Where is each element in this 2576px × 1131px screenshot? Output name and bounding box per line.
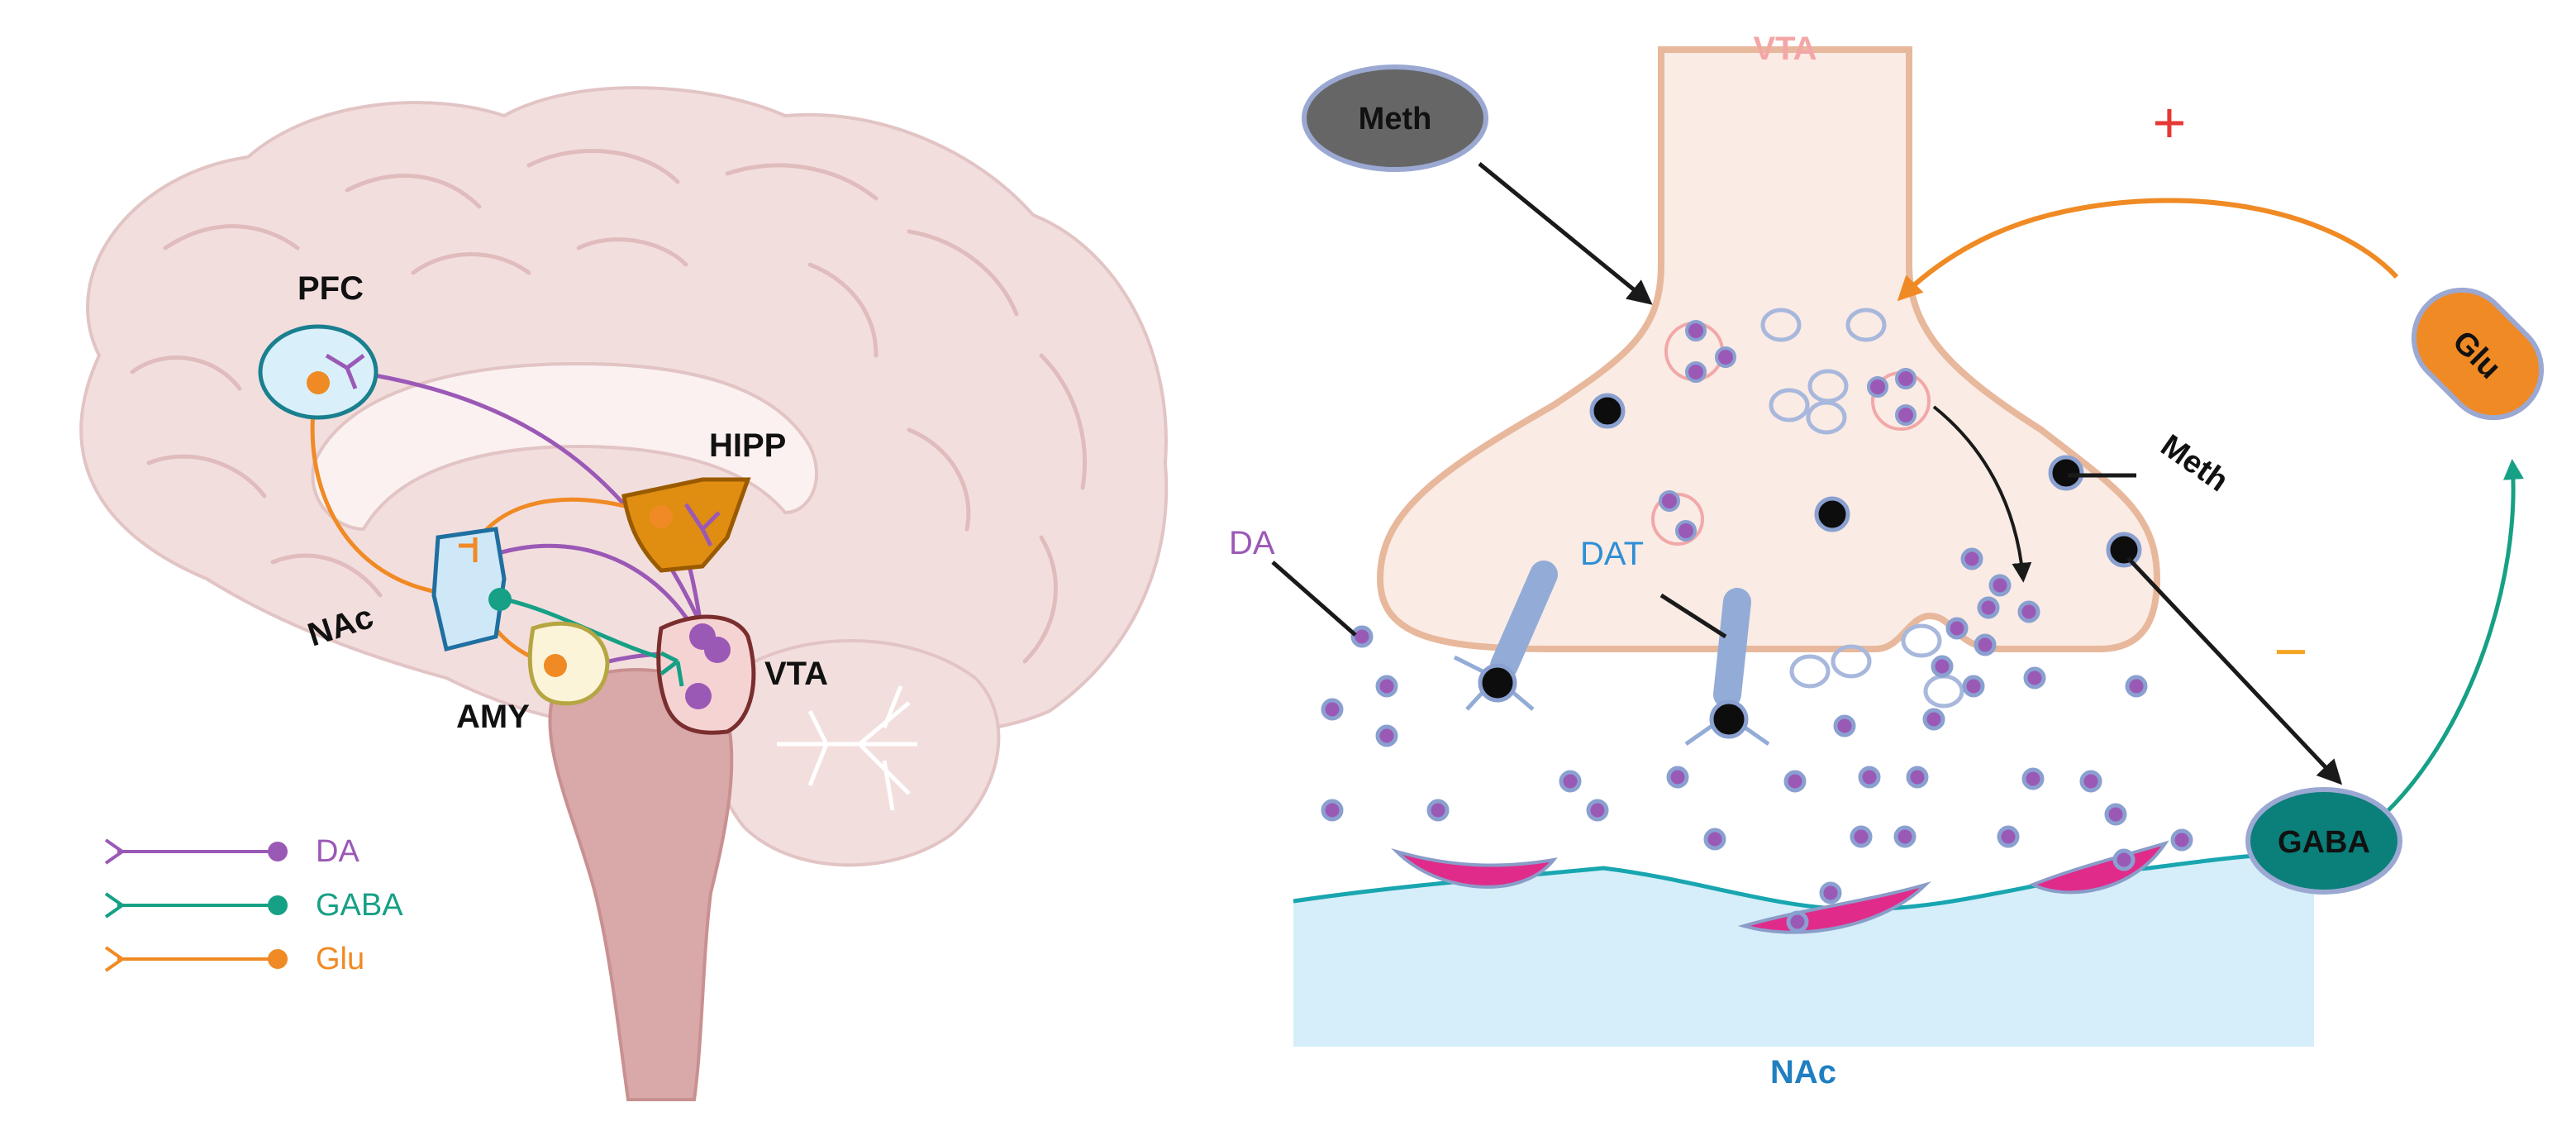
brain-illustration: PFC HIPP NAc AMY VTA xyxy=(79,86,1169,1101)
gaba-oval xyxy=(2245,787,2402,895)
dat-pointer-line xyxy=(1659,593,1727,639)
meth-to-gaba-arrow xyxy=(2126,556,2343,785)
presynaptic-terminal xyxy=(1376,46,2161,652)
gaba-label: GABA xyxy=(2278,825,2370,860)
label-hipp: HIPP xyxy=(709,427,786,464)
label-amy: AMY xyxy=(456,699,530,735)
vesicle-full xyxy=(1867,368,1931,431)
hipp-glu-node xyxy=(650,505,673,528)
da-vesicles xyxy=(1651,320,1931,546)
vesicle-full xyxy=(1651,490,1704,546)
cerebellum-arbor xyxy=(777,685,917,811)
plus-sign: + xyxy=(2153,90,2187,155)
meth-oval xyxy=(1302,64,1488,172)
legend-item-gaba: GABA xyxy=(104,888,403,923)
legend-item-glu: Glu xyxy=(104,942,364,976)
da-label: DA xyxy=(1229,525,1275,561)
vta-gaba-terminal xyxy=(659,651,684,687)
amy-region xyxy=(527,621,610,706)
label-vta: VTA xyxy=(764,656,828,692)
legend-label-gaba: GABA xyxy=(316,888,403,923)
dat-label: DAT xyxy=(1580,536,1644,572)
legend-item-da: DA xyxy=(104,834,359,869)
meth-molecules xyxy=(1589,393,2142,568)
nac-gaba-node xyxy=(488,588,512,611)
vta-da-node-2 xyxy=(704,637,731,663)
legend-label-da: DA xyxy=(316,834,359,869)
glu-pill xyxy=(2411,287,2545,421)
corpus-callosum xyxy=(311,361,819,532)
dat-transporter-2 xyxy=(1684,588,1770,747)
pfc-glu-node xyxy=(307,371,330,394)
meth-arrow-1 xyxy=(1478,162,1653,305)
free-da-molecules xyxy=(1321,547,2193,933)
vesicle-full xyxy=(1664,320,1736,383)
hipp-da-terminal xyxy=(683,503,721,547)
nac-region xyxy=(431,527,507,652)
synapse-panel: Meth Meth GABA Glu + − DA DAT VTA NA xyxy=(1229,31,2545,1090)
legend-label-glu: Glu xyxy=(316,942,364,976)
meth-label: Meth xyxy=(2155,428,2235,499)
amy-glu-node xyxy=(544,654,567,677)
vta-da-node-3 xyxy=(685,683,712,709)
release-arrow xyxy=(1932,405,2032,583)
hipp-region xyxy=(621,477,751,573)
legend: DA GABA Glu xyxy=(104,834,403,976)
da-path-nac xyxy=(495,543,705,647)
synapse-vta-label: VTA xyxy=(1753,31,1817,67)
pfc-da-terminal xyxy=(325,353,365,389)
synapse-nac-label: NAc xyxy=(1770,1054,1836,1090)
meth-oval-label: Meth xyxy=(1359,102,1432,136)
nac-glu-terminal xyxy=(459,537,478,562)
label-pfc: PFC xyxy=(298,270,364,307)
postsynaptic-membrane xyxy=(1293,854,2314,1047)
da-receptor-1 xyxy=(1391,847,1558,889)
dat-transporter-1 xyxy=(1453,561,1558,711)
brain-gyri xyxy=(130,149,1087,664)
glu-to-vta-arrow xyxy=(1897,198,2399,302)
gaba-to-glu-arrow xyxy=(2387,459,2524,812)
da-pointer-line xyxy=(1271,561,1357,637)
minus-sign: − xyxy=(2274,619,2308,684)
